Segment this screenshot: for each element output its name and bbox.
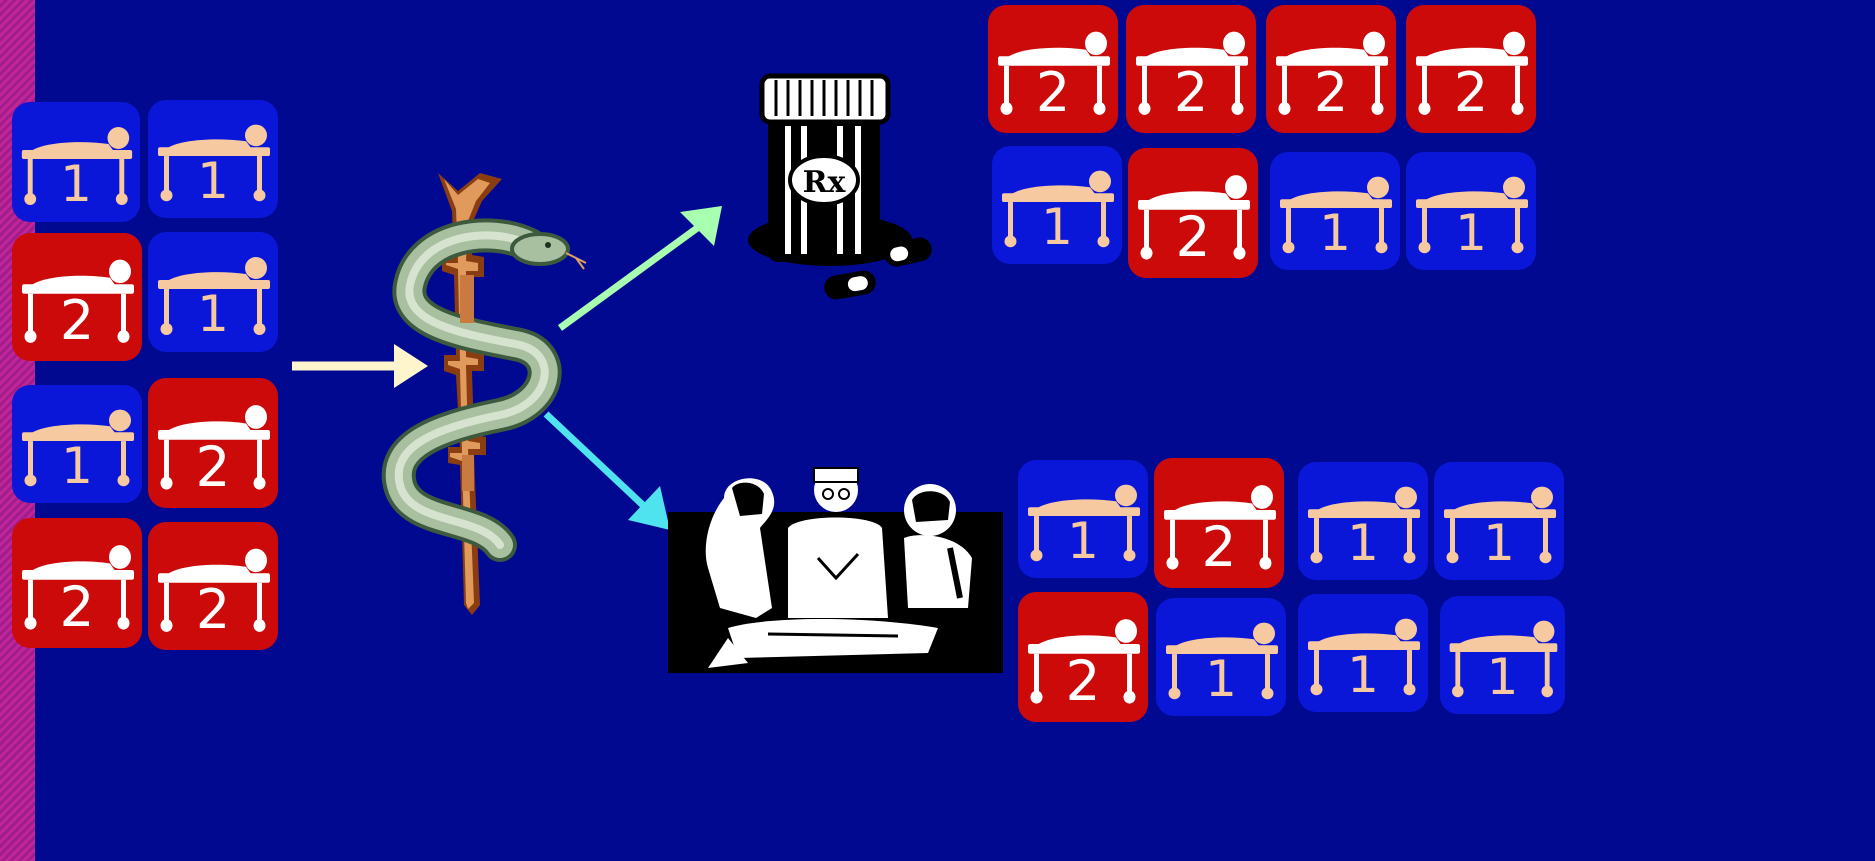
rx-label: Rx <box>803 165 847 200</box>
rod-of-asclepius-icon <box>380 165 590 620</box>
prescription-bottle-icon: Rx <box>740 70 940 305</box>
surgeons-operating-icon <box>668 458 1003 673</box>
